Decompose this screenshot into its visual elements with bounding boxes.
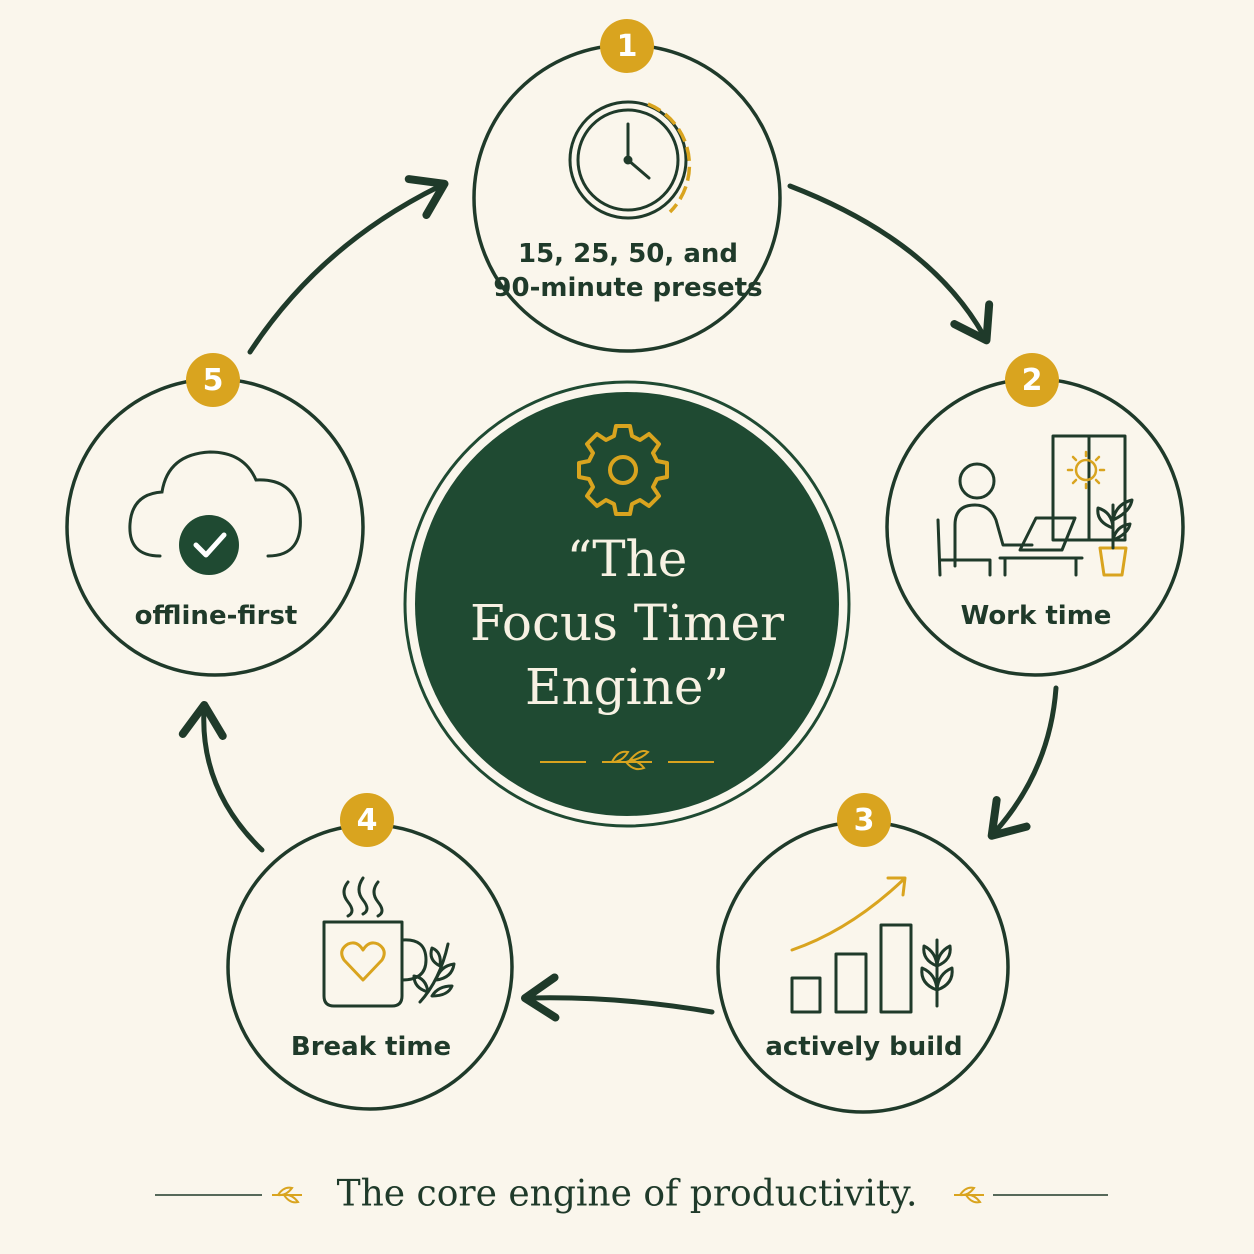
person-at-desk-icon: [936, 434, 1134, 577]
central-title: “The Focus Timer Engine”: [470, 527, 784, 719]
coffee-mug-icon: [322, 876, 456, 1008]
arrow-4-to-5: [178, 701, 265, 853]
step-2-node: [885, 377, 1185, 677]
step-1-badge: 1: [600, 19, 654, 73]
growth-chart-icon: [790, 876, 954, 1014]
step-4-label: Break time: [290, 1032, 452, 1062]
step-4-badge: 4: [340, 793, 394, 847]
arrow-2-to-3: [987, 685, 1059, 840]
arrow-1-to-2: [787, 183, 994, 345]
clock-icon: [568, 100, 692, 220]
step-1-label-line2: 90-minute presets: [493, 273, 763, 303]
central-title-line3: Engine”: [524, 658, 730, 716]
central-title-line2: Focus Timer: [469, 594, 785, 652]
step-5-badge: 5: [186, 353, 240, 407]
step-3-badge: 3: [837, 793, 891, 847]
step-1-label: 15, 25, 50, and 90-minute presets: [493, 237, 762, 305]
step-5-label: offline-first: [134, 601, 298, 631]
step-2-badge: 2: [1005, 353, 1059, 407]
step-5-node: [65, 377, 365, 677]
step-3-label: actively build: [765, 1032, 963, 1062]
title-divider: [540, 750, 714, 771]
arrow-5-to-1: [247, 175, 449, 355]
tagline-ornaments: [155, 1186, 1108, 1204]
central-title-line1: “The: [566, 530, 688, 588]
step-4-node: [226, 823, 514, 1111]
cloud-check-icon: [128, 450, 302, 575]
cycle-arrows: [178, 175, 1059, 1022]
step-2-label: Work time: [960, 601, 1112, 631]
step-3-node: [716, 820, 1010, 1114]
gear-icon: [577, 424, 669, 516]
central-hub: [403, 380, 851, 828]
tagline: The core engine of productivity.: [336, 1173, 918, 1215]
arrow-3-to-4: [521, 973, 715, 1022]
step-1-label-line1: 15, 25, 50, and: [517, 239, 738, 269]
step-1-node: [472, 43, 782, 353]
